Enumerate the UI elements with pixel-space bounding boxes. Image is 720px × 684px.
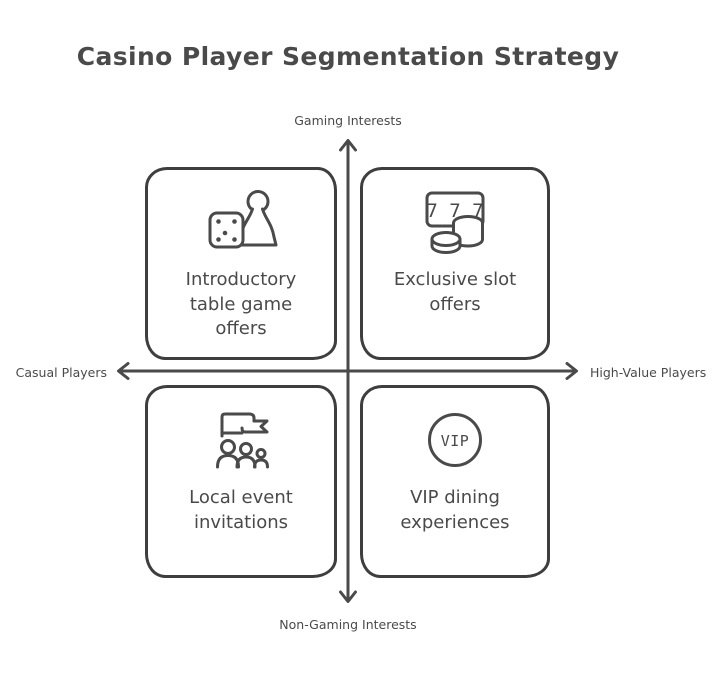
- vip-badge-text: VIP: [441, 432, 470, 450]
- axis-label-casual-players: Casual Players: [15, 365, 107, 380]
- page-title: Casino Player Segmentation Strategy: [76, 42, 620, 71]
- label-line: Local event: [189, 487, 293, 508]
- quadrant-label: Exclusive slot offers: [394, 268, 516, 317]
- quadrant-bottom-left: Local event invitations: [145, 385, 337, 578]
- dice-pawn-icon: [201, 186, 281, 258]
- axis-label-non-gaming-interests: Non-Gaming Interests: [279, 617, 417, 632]
- axis-label-high-value-players: High-Value Players: [590, 365, 707, 380]
- arrow-up-icon: [339, 139, 357, 152]
- axis-label-gaming-interests: Gaming Interests: [294, 113, 402, 128]
- label-line: VIP dining: [410, 487, 500, 508]
- quadrant-top-right: 7 7 7 Exclusive slot offers: [360, 167, 550, 360]
- arrow-right-icon: [565, 362, 578, 380]
- label-line: Exclusive slot: [393, 269, 517, 290]
- arrow-down-icon: [339, 590, 357, 603]
- label-line: offers: [215, 318, 267, 339]
- vip-badge-icon: VIP: [421, 404, 489, 476]
- quadrant-label: Local event invitations: [189, 486, 293, 535]
- label-line: table game: [189, 293, 293, 315]
- quadrant-top-left: Introductory table game offers: [145, 167, 337, 360]
- label-line: invitations: [193, 511, 288, 533]
- label-line: offers: [429, 293, 481, 315]
- arrow-left-icon: [117, 362, 130, 380]
- label-line: Introductory: [185, 269, 297, 290]
- quadrant-bottom-right: VIP VIP dining experiences: [360, 385, 550, 578]
- flag-people-icon: [201, 404, 281, 476]
- quadrant-label: Introductory table game offers: [186, 268, 297, 342]
- label-line: experiences: [400, 511, 510, 533]
- slot-777-coins-icon: 7 7 7: [415, 186, 495, 258]
- quadrant-label: VIP dining experiences: [400, 486, 509, 535]
